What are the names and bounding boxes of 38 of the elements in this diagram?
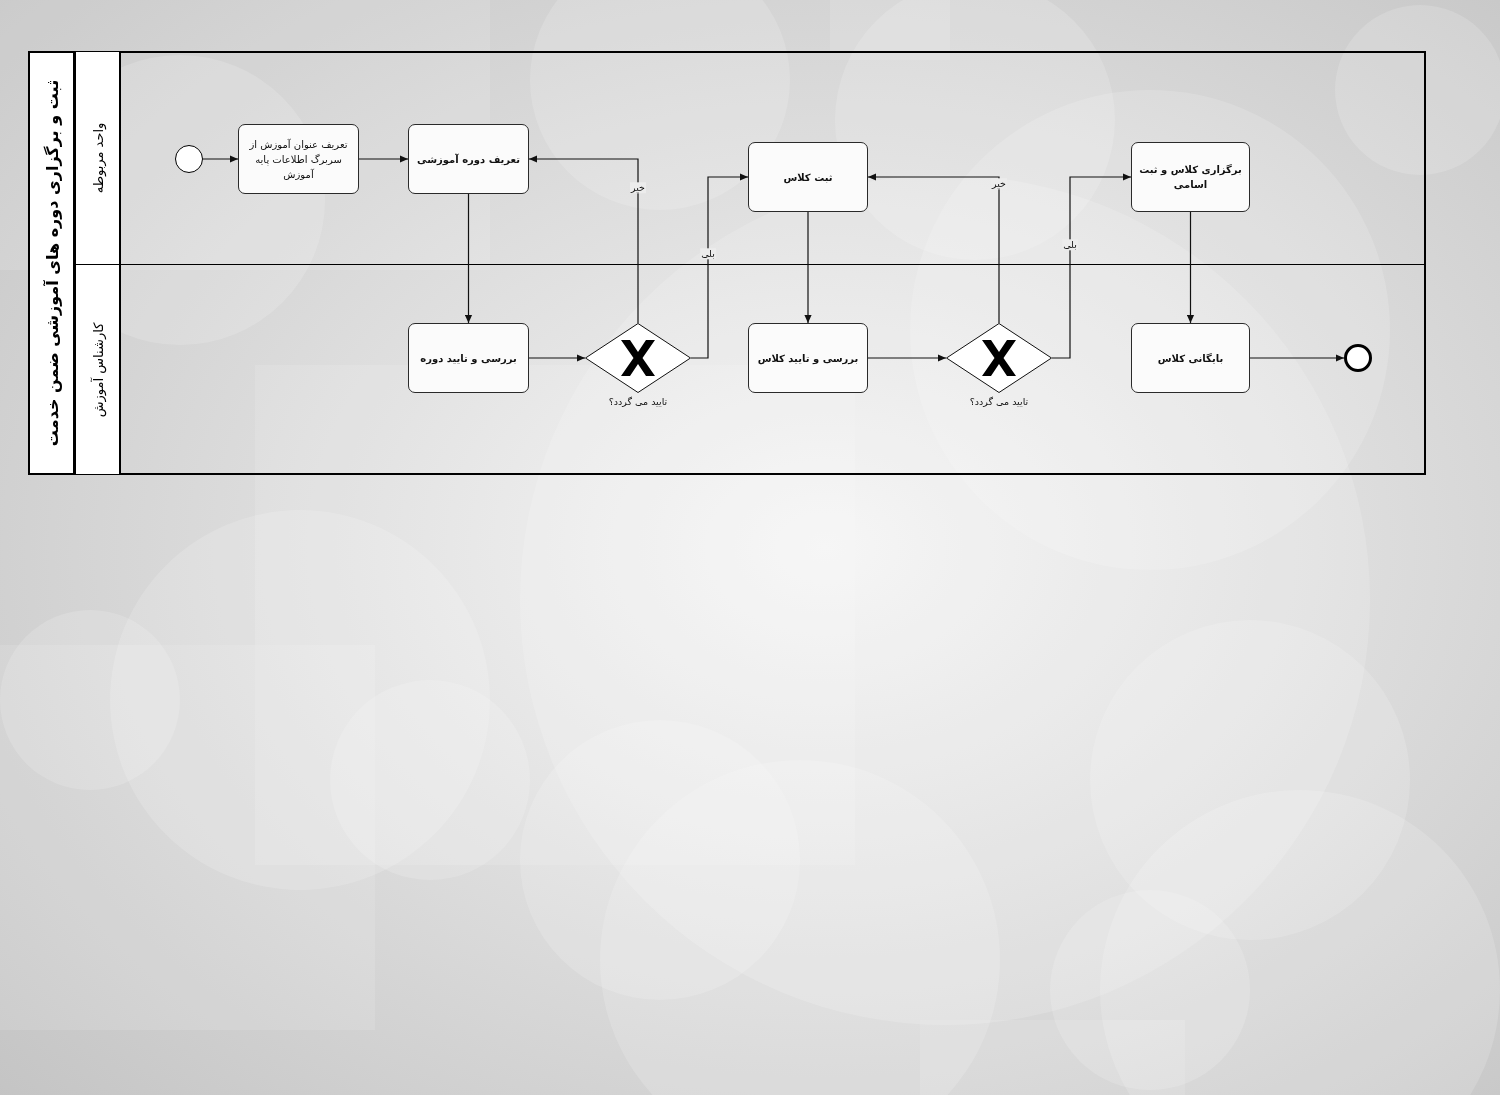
task-box	[748, 142, 868, 212]
lane-title: کارشناس آموزش	[90, 322, 105, 417]
pool-title: ثبت و برگزاری دوره های آموزشی ضمن خدمت	[42, 79, 61, 447]
task-text: تعریف دوره آموزشی	[417, 152, 520, 167]
arrow	[464, 193, 473, 324]
edge-label: بلی	[700, 248, 716, 260]
task-box	[748, 323, 868, 393]
arrow	[1051, 173, 1132, 359]
task-box	[408, 323, 529, 393]
gateway-label: تایید می گردد؟	[608, 396, 668, 407]
task-text: برگزاری کلاس و ثبت اسامی	[1138, 163, 1243, 192]
task-box	[1131, 142, 1250, 212]
arrow	[867, 173, 1000, 324]
task-text: تعریف عنوان آموزش از سربرگ اطلاعات پایه آموزش	[248, 137, 349, 182]
arrow	[1186, 211, 1195, 324]
task-text: بایگانی کلاس	[1157, 351, 1224, 366]
task-text: ثبت کلاس	[783, 170, 833, 185]
gateway-diamond	[585, 323, 691, 393]
lane-title: واحد مربوطه	[90, 122, 105, 194]
arrow	[867, 354, 947, 362]
task-text: بررسی و تایید کلاس	[757, 351, 859, 366]
edge-label: خیر	[991, 178, 1007, 190]
task-box	[238, 124, 359, 194]
edge-label: بلی	[1062, 239, 1078, 251]
arrow	[1249, 354, 1345, 362]
gateway-label: تایید می گردد؟	[969, 396, 1029, 407]
task-box	[408, 124, 529, 194]
arrow	[690, 173, 749, 359]
pool	[28, 51, 1426, 475]
gateway-diamond	[946, 323, 1052, 393]
arrow	[358, 155, 409, 163]
task-text: بررسی و تایید دوره	[420, 351, 517, 366]
arrow	[528, 155, 639, 324]
edge-label: خیر	[630, 182, 646, 194]
arrow	[804, 211, 812, 324]
task-box	[1131, 323, 1250, 393]
arrow	[528, 354, 586, 362]
arrow	[202, 155, 239, 163]
